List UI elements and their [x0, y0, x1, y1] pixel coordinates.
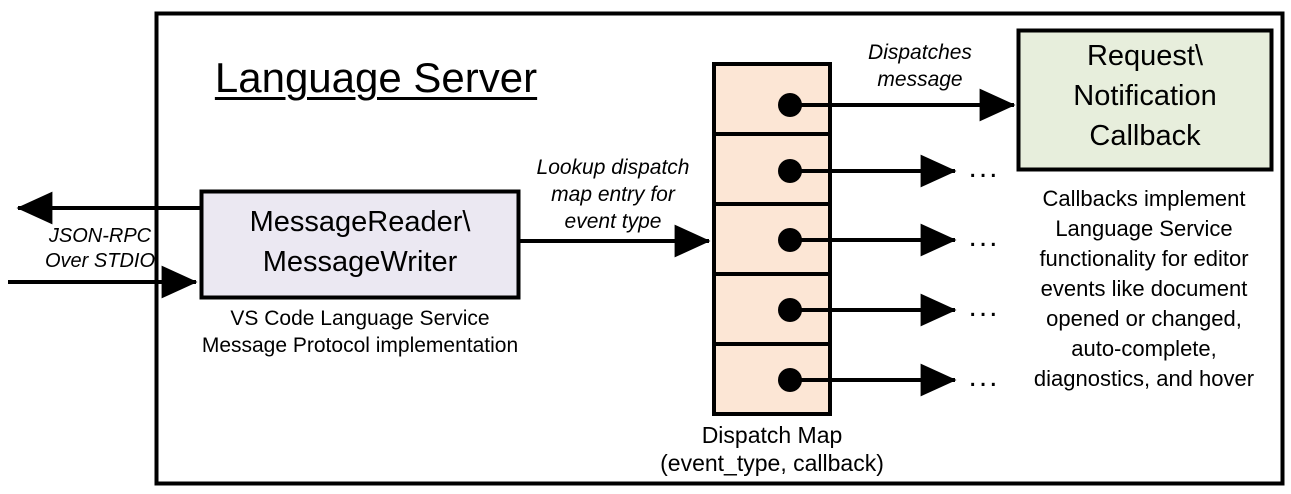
- request-notification-callback-box: [1016, 28, 1274, 172]
- dispatch-map-row-1: [712, 62, 832, 136]
- ellipsis-row-5: ...: [968, 360, 1000, 393]
- callback-caption-line7: diagnostics, and hover: [1033, 366, 1255, 391]
- callback-box-label-line3: Callback: [1089, 120, 1201, 152]
- json-rpc-label-line2: Over STDIO: [44, 250, 155, 272]
- callback-caption-line4: events like document: [1040, 276, 1248, 301]
- ellipsis-row-3: ...: [968, 220, 1000, 253]
- ellipsis-row-4: ...: [968, 290, 1000, 323]
- dispatch-row-5-connector: [778, 363, 957, 397]
- language-server-boundary: [154, 11, 1285, 486]
- dispatch-row-3-connector: [778, 223, 957, 257]
- dispatch-map-caption-line2: (event_type, callback): [660, 450, 884, 476]
- dispatches-label-line1: Dispatches: [868, 41, 972, 64]
- dispatch-dot-2: [778, 159, 802, 183]
- callback-box-label-line2: Notification: [1073, 80, 1217, 112]
- callback-box-label-line1: Request\: [1086, 40, 1204, 72]
- dispatches-label-line2: message: [877, 68, 963, 91]
- message-reader-writer-box: [199, 189, 521, 300]
- ellipsis-row-2: ...: [968, 151, 1000, 184]
- dispatch-dot-1: [778, 93, 802, 117]
- dispatch-map-table: [712, 62, 832, 416]
- dispatch-row-1-connector: [778, 88, 1016, 122]
- callback-caption-line6: auto-complete,: [1071, 336, 1217, 361]
- message-box-label-line2: MessageWriter: [262, 246, 458, 278]
- lookup-label-line2: map entry for: [551, 183, 675, 206]
- callback-caption-line1: Callbacks implement: [1042, 186, 1246, 211]
- json-rpc-label-line1: JSON-RPC: [48, 225, 152, 247]
- callback-caption-line5: opened or changed,: [1046, 306, 1242, 331]
- message-box-caption-line2: Message Protocol implementation: [201, 334, 519, 357]
- dispatch-map-caption-line1: Dispatch Map: [701, 422, 843, 448]
- dispatch-row-2-connector: [778, 154, 957, 188]
- lookup-label-line1: Lookup dispatch: [536, 156, 690, 179]
- callback-caption-line2: Language Service: [1055, 216, 1233, 241]
- callback-caption-line3: functionality for editor: [1039, 246, 1249, 271]
- lookup-label-line3: event type: [564, 210, 662, 233]
- dispatch-dot-4: [778, 298, 802, 322]
- message-box-caption-line1: VS Code Language Service: [230, 307, 490, 330]
- dispatch-row-4-connector: [778, 293, 957, 327]
- message-box-label-line1: MessageReader\: [249, 206, 471, 238]
- page-title: Language Server: [214, 54, 538, 101]
- dispatch-dot-5: [778, 368, 802, 392]
- dispatch-dot-3: [778, 228, 802, 252]
